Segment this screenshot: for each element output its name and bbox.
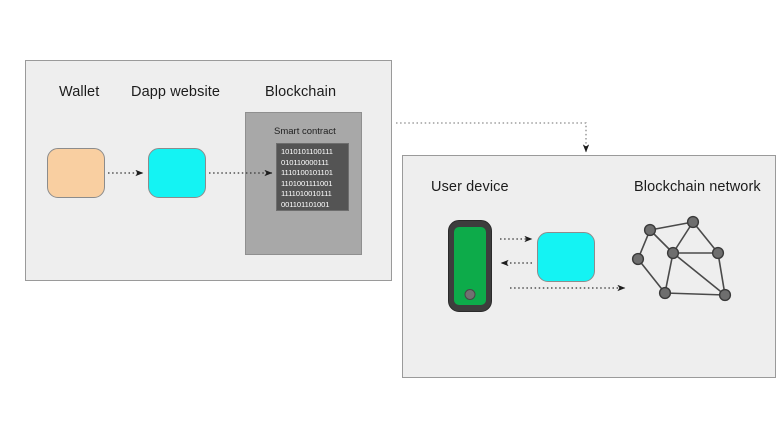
phone-home-button	[464, 289, 476, 300]
dapp-website-node-2[interactable]	[537, 232, 595, 282]
bytecode-line: 010110000111	[281, 157, 329, 167]
dapp-website-label: Dapp website	[131, 84, 221, 100]
network-node[interactable]	[643, 223, 657, 237]
network-node[interactable]	[666, 246, 680, 260]
blockchain-network-label: Blockchain network	[634, 179, 761, 195]
bytecode-line: 001101101001	[281, 199, 330, 209]
phone-device-icon[interactable]	[448, 220, 492, 312]
network-node[interactable]	[658, 286, 672, 300]
wallet-label: Wallet	[59, 84, 100, 100]
bytecode-line: 1111010010111	[281, 189, 332, 198]
network-edge	[672, 252, 726, 296]
network-edge	[664, 292, 726, 296]
network-nodes	[631, 215, 732, 302]
network-edge	[717, 252, 726, 296]
network-node[interactable]	[718, 288, 732, 302]
blockchain-label: Blockchain	[265, 84, 337, 100]
dapp-website-node[interactable]	[148, 148, 206, 198]
network-node[interactable]	[686, 215, 700, 229]
network-edge	[692, 221, 719, 254]
phone-screen	[454, 227, 486, 305]
network-edges	[637, 221, 726, 296]
user-device-label: User device	[431, 179, 509, 195]
network-edge	[637, 258, 666, 294]
bytecode-line: 1110100101101	[281, 168, 333, 177]
bytecode-line: 1010101100111	[281, 147, 333, 156]
wallet-node[interactable]	[47, 148, 105, 198]
panel1-to-panel2-arrow	[396, 122, 590, 153]
smart-contract-label: Smart contract	[274, 126, 336, 137]
network-node[interactable]	[631, 252, 645, 266]
network-edge	[649, 221, 694, 231]
smart-contract-bytecode-box: 1010101100111 010110000111 1110100101101…	[276, 143, 349, 211]
network-edge	[664, 252, 674, 294]
network-node[interactable]	[711, 246, 725, 260]
bytecode-line: 1101001111001	[281, 178, 333, 188]
network-edge	[672, 221, 694, 254]
blockchain-network-graph	[631, 215, 732, 302]
